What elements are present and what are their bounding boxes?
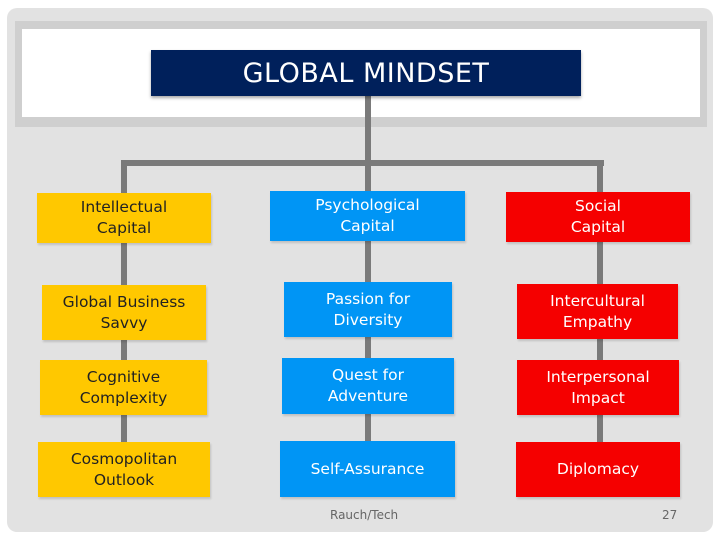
node-label: Intercultural [550, 291, 645, 310]
node-label: Cognitive [86, 367, 161, 386]
node-diplomacy: Diplomacy [516, 442, 680, 497]
node-label: Diplomacy [556, 460, 640, 478]
node-label: Impact [571, 388, 625, 407]
node-label: Quest for [332, 366, 404, 384]
connector-root-vertical [365, 96, 371, 166]
node-label: Self-Assurance [310, 459, 425, 478]
node-label: Savvy [100, 313, 148, 332]
footer-source: Rauch/Tech [330, 508, 399, 522]
node-self-assurance: Self-Assurance [280, 441, 455, 497]
node-label: Social [575, 197, 621, 215]
node-label: Empathy [562, 312, 633, 331]
node-label: Capital [340, 217, 395, 235]
page-title: GLOBAL MINDSET [151, 50, 581, 96]
node-label: Psychological [315, 196, 420, 214]
node-label: Passion for [325, 289, 411, 308]
connector-horizontal [121, 160, 604, 166]
node-label: Outlook [93, 470, 155, 489]
node-label: Diversity [333, 310, 403, 329]
node-label: Capital [570, 218, 626, 236]
node-label: Complexity [79, 388, 168, 407]
node-label: Global Business [62, 292, 186, 311]
node-label: Adventure [327, 387, 409, 405]
node-label: Interpersonal [546, 367, 650, 386]
node-label: Capital [96, 219, 152, 237]
node-label: Cosmopolitan [70, 449, 178, 468]
node-label: Intellectual [80, 198, 168, 216]
page-number: 27 [662, 508, 678, 522]
